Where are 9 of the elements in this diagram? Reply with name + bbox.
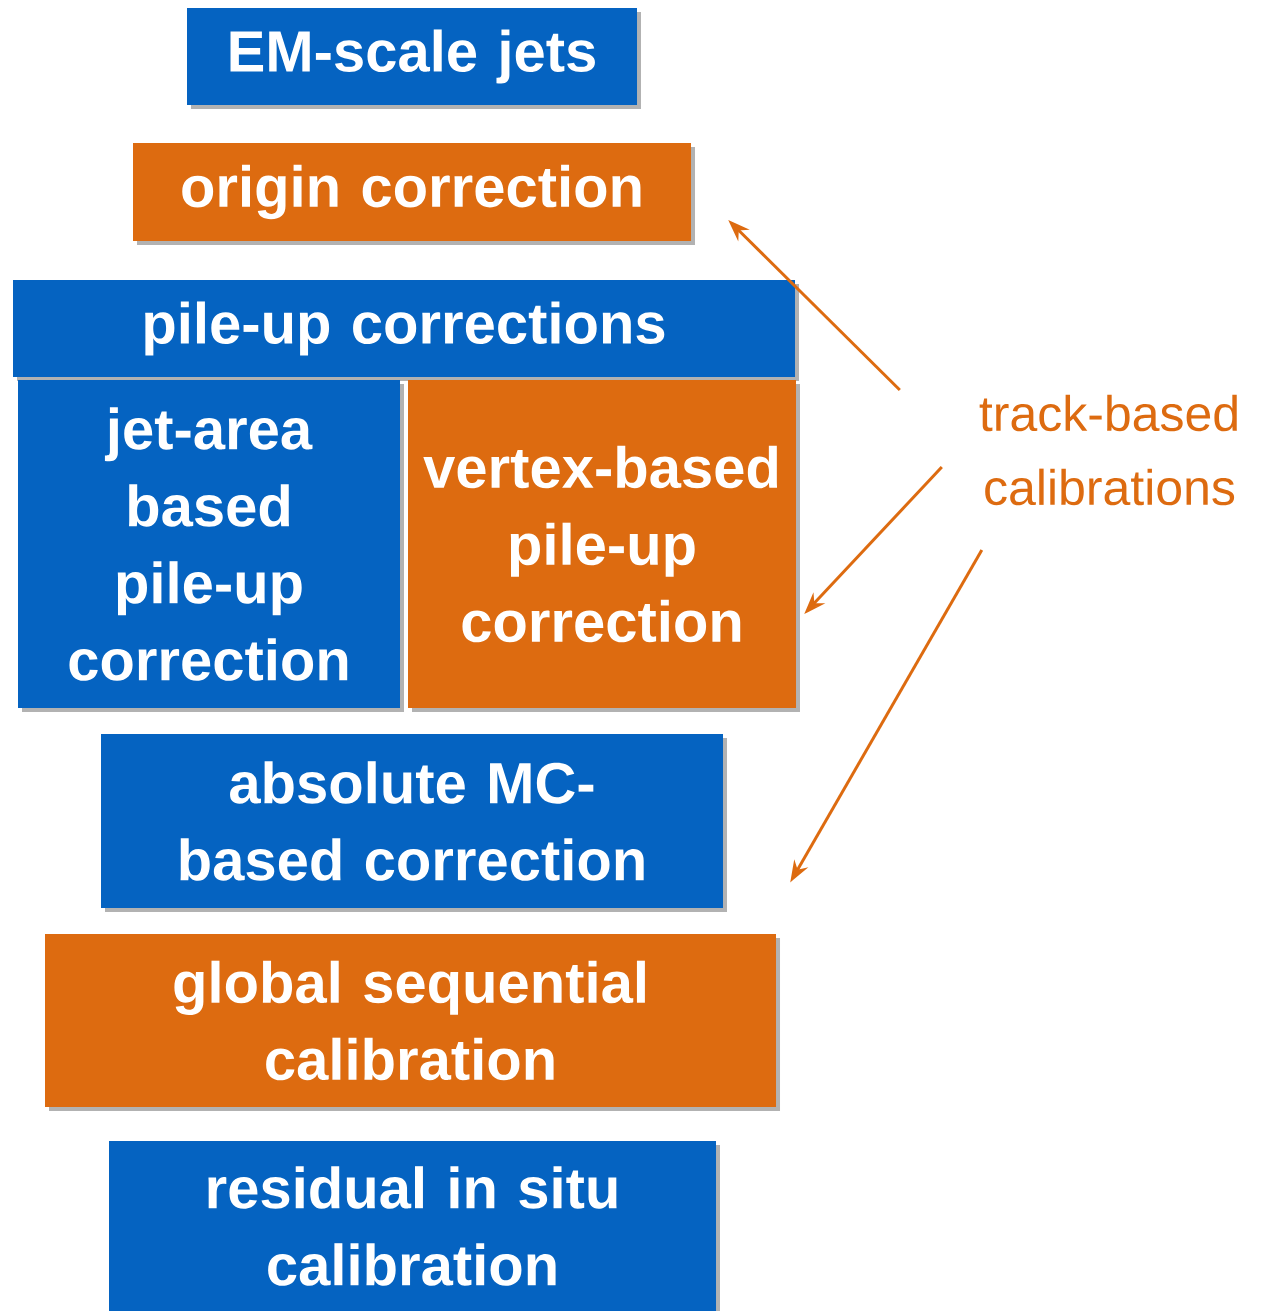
calibration-step-box: EM-scale jets [187, 8, 641, 109]
calibration-step-box: residual in situ calibration [109, 1141, 720, 1311]
calibration-step-box: vertex-based pile-up correction [408, 380, 800, 712]
calibration-step-box: global sequential calibration [45, 934, 780, 1111]
calibration-step-box: pile-up corrections [13, 280, 799, 381]
calibration-step-box: absolute MC-based correction [101, 734, 727, 912]
calibration-step-box: jet-area based pile-up correction [18, 380, 404, 712]
annotation-text: track-based calibrations [979, 394, 1237, 506]
calibration-step-box: origin correction [133, 143, 695, 245]
